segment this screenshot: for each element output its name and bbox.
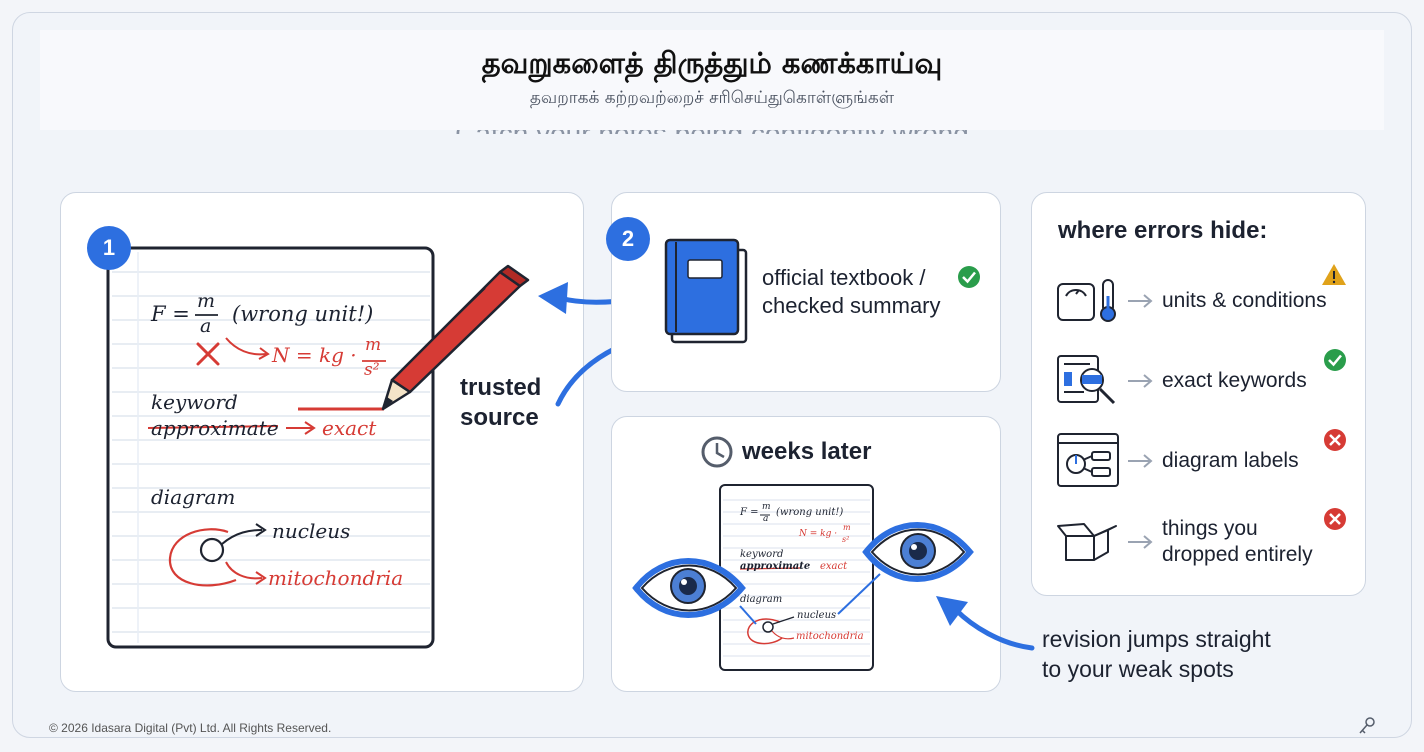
keyword-label: keyword bbox=[151, 390, 238, 414]
revision-caption-line1: revision jumps straight bbox=[1042, 626, 1271, 652]
wrong-unit-note: (wrong unit!) bbox=[232, 302, 374, 326]
textbook-icon bbox=[664, 238, 748, 344]
error-item-dropped-line2: dropped entirely bbox=[1162, 543, 1313, 566]
mini-frac-den: a bbox=[763, 514, 769, 524]
revision-caption-line2: to your weak spots bbox=[1042, 656, 1234, 682]
formula-denominator: a bbox=[200, 315, 212, 337]
eye-icon-right bbox=[862, 522, 974, 582]
mini-wrong-note: (wrong unit!) bbox=[776, 507, 844, 518]
document-magnifier-icon bbox=[1057, 355, 1116, 405]
mini-keyword: keyword bbox=[740, 549, 784, 560]
keyword-correction: exact bbox=[322, 416, 377, 440]
mini-mitochondria: mitochondria bbox=[796, 631, 864, 642]
clock-icon bbox=[701, 436, 733, 468]
cross-circle-icon bbox=[1324, 429, 1346, 451]
mini-unit-den: s² bbox=[842, 535, 850, 544]
copyright: © 2026 Idasara Digital (Pvt) Ltd. All Ri… bbox=[49, 721, 332, 735]
unit-numerator: m bbox=[365, 335, 382, 355]
mini-formula: F = bbox=[740, 507, 759, 518]
scale-thermometer-icon bbox=[1057, 279, 1116, 322]
eye-icon-left bbox=[632, 558, 746, 618]
arrow-right-icon bbox=[1128, 535, 1153, 549]
mini-frac-num: m bbox=[762, 502, 771, 512]
open-box-icon bbox=[1057, 523, 1117, 561]
unit-denominator: s² bbox=[364, 360, 380, 380]
red-pen-icon bbox=[381, 264, 530, 411]
formula-lhs: F = bbox=[151, 302, 190, 326]
step1-badge: 1 bbox=[87, 226, 131, 270]
mitochondria-label: mitochondria bbox=[268, 566, 404, 590]
arrow-to-eyes-icon bbox=[936, 596, 1035, 651]
red-x-icon bbox=[196, 342, 220, 366]
cell-diagram-icon bbox=[168, 523, 267, 587]
error-item-units: units & conditions bbox=[1162, 289, 1327, 312]
mini-diagram: diagram bbox=[740, 594, 783, 605]
mini-wrong-word: approximate bbox=[740, 561, 811, 572]
step2-badge: 2 bbox=[606, 217, 650, 261]
notebook-icon bbox=[106, 246, 435, 649]
title-banner: தவறுகளைத் திருத்தும் கணக்காய்வு தவறாகக் … bbox=[40, 30, 1384, 130]
warning-icon bbox=[1322, 264, 1346, 285]
source-line1: official textbook / bbox=[762, 265, 926, 290]
cross-circle-icon bbox=[1324, 508, 1346, 530]
check-circle-icon bbox=[958, 266, 980, 288]
nucleus-label: nucleus bbox=[272, 519, 351, 543]
arrow-right-icon bbox=[1128, 454, 1153, 468]
source-line2: checked summary bbox=[762, 293, 941, 318]
weeks-later-heading: weeks later bbox=[742, 438, 872, 465]
error-item-keywords: exact keywords bbox=[1162, 369, 1307, 392]
mini-exact: exact bbox=[820, 561, 848, 572]
diagram-label: diagram bbox=[151, 485, 236, 509]
arrow-right-icon bbox=[1128, 374, 1153, 388]
page-subtitle: தவறாகக் கற்றவற்றைச் சரிசெய்துகொள்ளுங்கள் bbox=[529, 88, 895, 108]
unit-correction: N = kg · bbox=[272, 343, 357, 367]
pen-nib-icon bbox=[1359, 717, 1375, 734]
keyword-wrong: approximate bbox=[151, 416, 279, 440]
mini-nucleus: nucleus bbox=[797, 610, 837, 621]
trusted-source-line1: trusted bbox=[460, 374, 542, 401]
error-item-dropped-line1: things you bbox=[1162, 517, 1258, 540]
formula-numerator: m bbox=[197, 290, 216, 312]
arrow-right-icon bbox=[1128, 294, 1153, 308]
mini-unit-num: m bbox=[843, 523, 851, 532]
diagram-window-icon bbox=[1057, 433, 1119, 487]
mini-unit-fix: N = kg · bbox=[799, 529, 838, 539]
page-title: தவறுகளைத் திருத்தும் கணக்காய்வு bbox=[481, 46, 943, 80]
trusted-source-line2: source bbox=[460, 404, 539, 431]
errors-heading: where errors hide: bbox=[1058, 217, 1268, 244]
error-item-diagram: diagram labels bbox=[1162, 449, 1299, 472]
check-circle-icon bbox=[1324, 349, 1346, 371]
